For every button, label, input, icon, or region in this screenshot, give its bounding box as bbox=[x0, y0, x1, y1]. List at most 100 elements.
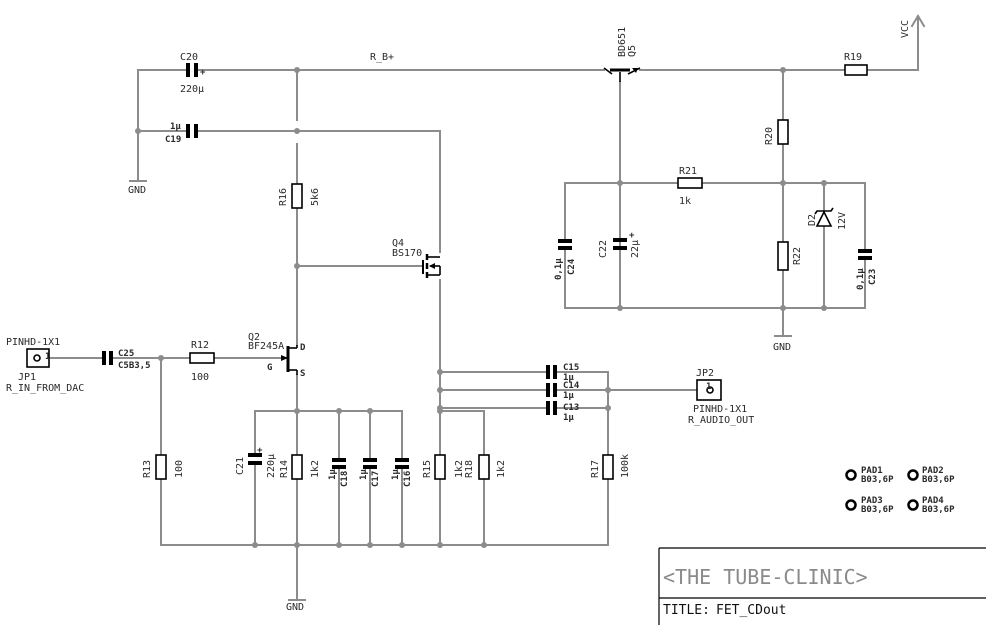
svg-text:+: + bbox=[629, 231, 635, 241]
r16-value: 5k6 bbox=[310, 188, 321, 206]
c21-ref: C21 bbox=[235, 457, 246, 475]
c22-value: 22µ bbox=[630, 240, 641, 258]
c15-ref: C15 bbox=[563, 363, 579, 373]
c20-ref: C20 bbox=[180, 52, 198, 63]
c22-ref: C22 bbox=[598, 240, 609, 258]
c16-value: 1µ bbox=[391, 469, 401, 480]
net-label-gnd-left: GND bbox=[128, 185, 146, 196]
r17-ref: R17 bbox=[590, 460, 601, 478]
title-value: FET_CDout bbox=[716, 603, 786, 618]
q4-mosfet bbox=[422, 254, 441, 278]
c13-ref: C13 bbox=[563, 403, 579, 413]
pad2-value: B03,6P bbox=[922, 475, 955, 485]
c18-value: 1µ bbox=[328, 469, 338, 480]
c20-capacitor: + bbox=[186, 63, 206, 78]
title-label: TITLE: bbox=[663, 603, 710, 618]
junctions bbox=[135, 67, 827, 548]
c17-value: 1µ bbox=[359, 469, 369, 480]
net-label-gnd-reg: GND bbox=[773, 342, 791, 353]
r18-value: 1k2 bbox=[496, 460, 507, 478]
c22-capacitor: + bbox=[613, 231, 635, 250]
c23-value: 0,1µ bbox=[856, 268, 866, 290]
r12-ref: R12 bbox=[191, 340, 209, 351]
r13-ref: R13 bbox=[142, 460, 153, 478]
net-label-rb: R_B+ bbox=[370, 52, 394, 63]
r21-resistor bbox=[677, 177, 703, 189]
c14-ref: C14 bbox=[563, 381, 580, 391]
jp1-net: R_IN_FROM_DAC bbox=[6, 383, 84, 394]
c18-capacitor bbox=[332, 458, 346, 469]
d2-zener-diode bbox=[814, 207, 834, 227]
q5-value: BD651 bbox=[617, 27, 628, 57]
r14-ref: R14 bbox=[279, 460, 290, 478]
pad3-ref: PAD3 bbox=[861, 496, 883, 506]
r22-ref: R22 bbox=[792, 247, 803, 265]
pad3-value: B03,6P bbox=[861, 505, 894, 515]
c15-value: 1µ bbox=[563, 373, 574, 383]
pad-symbols bbox=[845, 469, 919, 511]
c23-capacitor bbox=[858, 249, 872, 260]
r17-resistor bbox=[602, 454, 614, 480]
svg-text:+: + bbox=[257, 446, 263, 456]
c24-ref: C24 bbox=[567, 258, 577, 275]
c24-value: 0,1µ bbox=[554, 258, 564, 280]
c24-capacitor bbox=[558, 239, 572, 250]
pad1-value: B03,6P bbox=[861, 475, 894, 485]
company-name: <THE TUBE-CLINIC> bbox=[663, 565, 868, 589]
jp2-net: R_AUDIO_OUT bbox=[688, 415, 754, 426]
r12-value: 100 bbox=[191, 372, 209, 383]
c16-capacitor bbox=[395, 458, 409, 469]
title-block bbox=[658, 547, 986, 625]
jp2-pin: 1 bbox=[706, 382, 711, 392]
q2-jfet bbox=[281, 345, 298, 375]
r19-resistor bbox=[844, 64, 868, 76]
r21-ref: R21 bbox=[679, 166, 697, 177]
r15-ref: R15 bbox=[422, 460, 433, 478]
c18-ref: C18 bbox=[340, 471, 350, 487]
r13-resistor bbox=[155, 454, 167, 480]
q2-value: BF245A bbox=[248, 341, 284, 352]
q5-ref: Q5 bbox=[627, 45, 638, 57]
d2-value: 12V bbox=[837, 212, 848, 230]
q2-pin-s: S bbox=[300, 369, 305, 379]
r18-ref: R18 bbox=[464, 460, 475, 478]
c16-ref: C16 bbox=[403, 471, 413, 487]
jp2-ref: JP2 bbox=[696, 368, 714, 379]
c15-capacitor bbox=[546, 365, 557, 379]
c25-capacitor bbox=[102, 351, 113, 365]
c19-value: 1µ bbox=[170, 122, 181, 132]
c13-value: 1µ bbox=[563, 413, 574, 423]
c21-capacitor: + bbox=[248, 446, 263, 465]
q4-value: BS170 bbox=[392, 248, 422, 259]
jp1-value: PINHD-1X1 bbox=[6, 337, 60, 348]
net-label-gnd-bottom: GND bbox=[286, 602, 304, 613]
net-label-vcc: VCC bbox=[900, 20, 911, 38]
r15-resistor bbox=[434, 454, 446, 480]
q2-ref: Q2 bbox=[248, 332, 260, 343]
jp1-ref: JP1 bbox=[18, 372, 36, 383]
q2-pin-d: D bbox=[300, 343, 306, 353]
r12-resistor bbox=[189, 352, 215, 364]
r14-value: 1k2 bbox=[310, 460, 321, 478]
c25-ref: C25 bbox=[118, 349, 134, 359]
c14-value: 1µ bbox=[563, 391, 574, 401]
r22-resistor bbox=[777, 241, 789, 271]
r17-value: 100k bbox=[620, 454, 631, 478]
jp1-header bbox=[26, 348, 50, 368]
d2-ref: D2 bbox=[807, 214, 818, 226]
r16-resistor bbox=[291, 183, 303, 209]
pad4-ref: PAD4 bbox=[922, 496, 944, 506]
c19-ref: C19 bbox=[165, 135, 181, 145]
q2-pin-g: G bbox=[267, 363, 272, 373]
pad1-ref: PAD1 bbox=[861, 466, 883, 476]
jp1-pin: 1 bbox=[45, 352, 50, 362]
c13-capacitor bbox=[546, 401, 557, 415]
c23-ref: C23 bbox=[868, 269, 878, 285]
c25-value: C5B3,5 bbox=[118, 361, 151, 371]
wires bbox=[48, 17, 919, 601]
r14-resistor bbox=[291, 454, 303, 480]
c17-capacitor bbox=[363, 458, 377, 469]
c19-capacitor bbox=[186, 124, 198, 138]
r21-value: 1k bbox=[679, 196, 691, 207]
